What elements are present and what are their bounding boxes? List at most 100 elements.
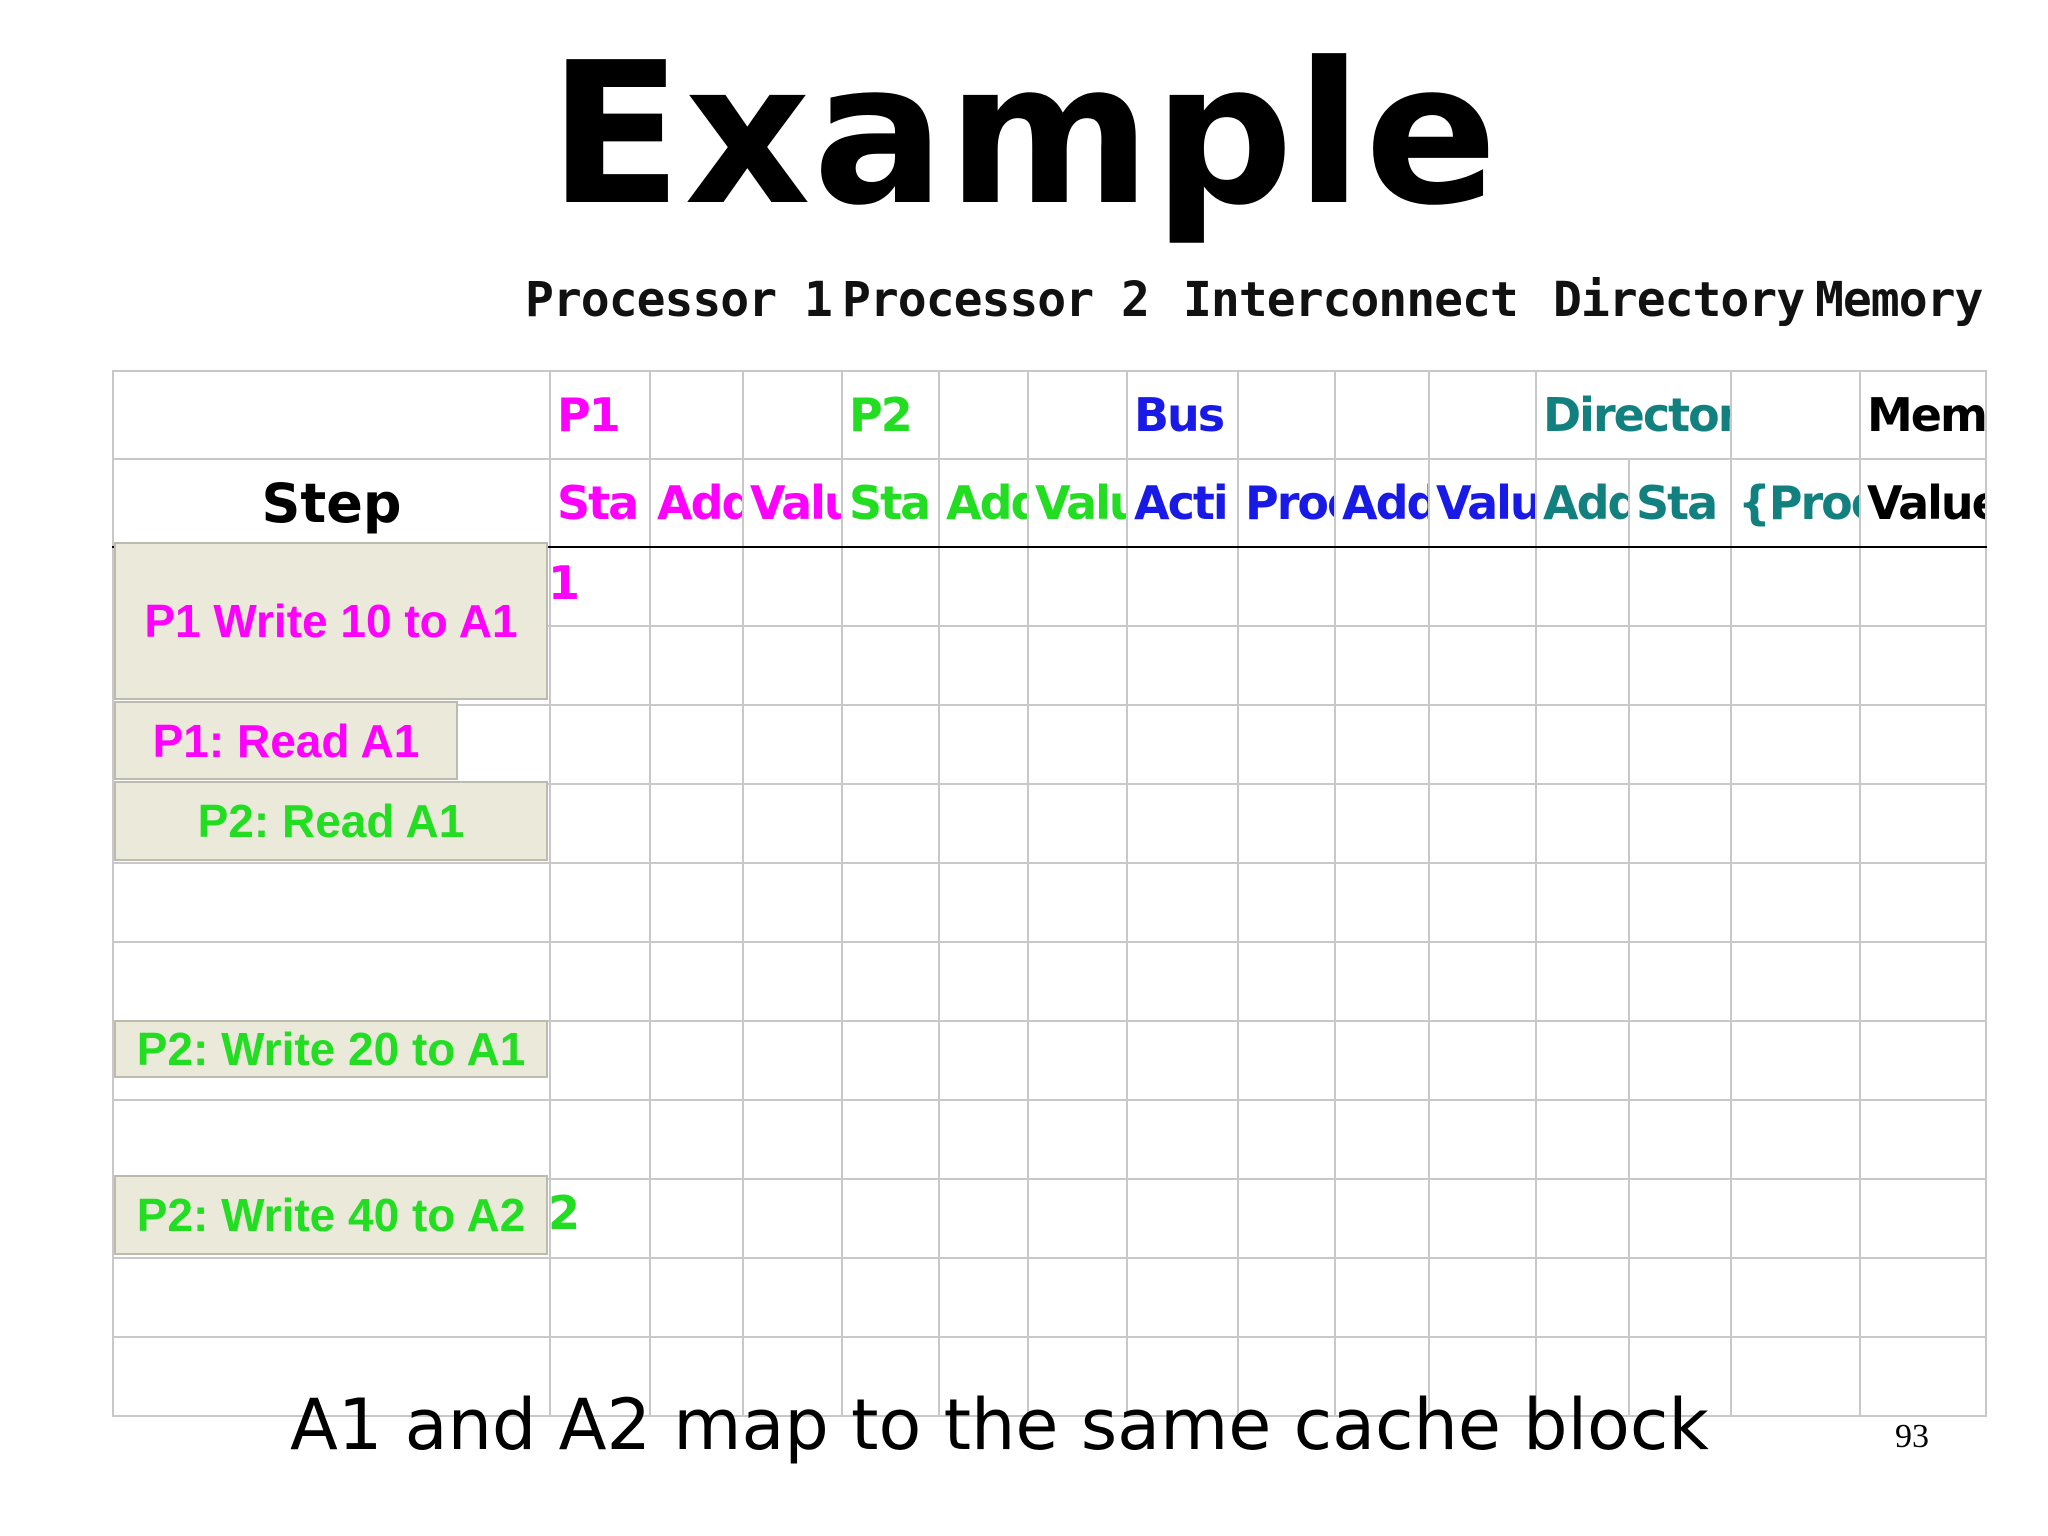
table-cell xyxy=(1334,625,1430,706)
table-cell xyxy=(1535,862,1630,943)
table-cell xyxy=(1126,1178,1239,1259)
table-cell xyxy=(1027,783,1128,864)
p1-state-header: Sta xyxy=(549,458,651,548)
table-cell xyxy=(938,783,1029,864)
table-cell xyxy=(1237,1336,1336,1417)
table-cell xyxy=(1859,783,1987,864)
table-cell xyxy=(742,1020,843,1101)
table-cell xyxy=(938,1336,1029,1417)
table-cell xyxy=(1628,704,1732,785)
table-cell xyxy=(1428,1178,1537,1259)
table-cell xyxy=(1535,941,1630,1022)
table-cell xyxy=(841,625,940,706)
table-cell xyxy=(649,704,744,785)
step-p2-write-40-a2[interactable]: P2: Write 40 to A2 xyxy=(114,1175,548,1255)
page-number: 93 xyxy=(1895,1418,1929,1455)
table-cell xyxy=(742,625,843,706)
table-cell xyxy=(1730,1336,1861,1417)
table-cell xyxy=(649,1336,744,1417)
table-cell xyxy=(938,941,1029,1022)
p2-addr-header: Add xyxy=(938,458,1029,548)
p2-state-header: Sta xyxy=(841,458,940,548)
stray-mark-2: 2 xyxy=(548,1186,581,1240)
table-cell xyxy=(1126,1336,1239,1417)
table-cell xyxy=(938,1178,1029,1259)
table-cell xyxy=(1428,1099,1537,1180)
dir-procs-header: {Proc xyxy=(1730,458,1861,548)
table-cell xyxy=(112,941,551,1022)
p2-value-header: Valu xyxy=(1027,458,1128,548)
table-cell xyxy=(1628,1257,1732,1338)
table-cell xyxy=(549,625,651,706)
table-cell xyxy=(1859,625,1987,706)
table-cell xyxy=(649,862,744,943)
table-cell xyxy=(1334,546,1430,627)
table-cell xyxy=(1237,1257,1336,1338)
table-cell xyxy=(112,1257,551,1338)
bus-group-header: Bus xyxy=(1126,370,1239,460)
table-cell xyxy=(742,941,843,1022)
column-group-directory: Directory xyxy=(1553,272,1805,328)
table-cell xyxy=(1027,1336,1128,1417)
step-p1-write-10-a1[interactable]: P1 Write 10 to A1 xyxy=(114,542,548,700)
bus-value-header: Valu xyxy=(1428,458,1537,548)
table-cell xyxy=(1027,625,1128,706)
table-cell xyxy=(649,1257,744,1338)
step-p2-read-a1[interactable]: P2: Read A1 xyxy=(114,781,548,861)
table-cell xyxy=(1334,1099,1430,1180)
table-cell xyxy=(1126,783,1239,864)
table-cell xyxy=(1859,1178,1987,1259)
table-cell xyxy=(1334,1020,1430,1101)
table-cell xyxy=(1535,704,1630,785)
table-row xyxy=(112,1336,1987,1417)
slide-title: Example xyxy=(548,21,1500,249)
table-cell xyxy=(742,1178,843,1259)
table-cell xyxy=(841,783,940,864)
table-cell xyxy=(1535,1178,1630,1259)
table-cell xyxy=(841,1020,940,1101)
table-cell xyxy=(1027,704,1128,785)
table-cell xyxy=(549,546,651,627)
table-row xyxy=(112,862,1987,943)
table-cell xyxy=(549,1257,651,1338)
p2-group-header: P2 xyxy=(841,370,940,460)
table-cell xyxy=(1628,1099,1732,1180)
table-cell xyxy=(1334,1257,1430,1338)
table-cell xyxy=(742,783,843,864)
table-cell xyxy=(1730,783,1861,864)
table-cell xyxy=(938,1257,1029,1338)
table-cell xyxy=(112,1336,551,1417)
table-cell xyxy=(1334,941,1430,1022)
table-cell xyxy=(649,546,744,627)
table-cell xyxy=(1730,625,1861,706)
table-cell xyxy=(1535,625,1630,706)
table-row xyxy=(112,1099,1987,1180)
table-cell xyxy=(1628,625,1732,706)
table-cell xyxy=(549,783,651,864)
table-cell xyxy=(1428,546,1537,627)
footer-note: A1 and A2 map to the same cache block xyxy=(290,1384,1709,1466)
coherence-table: P1 P2 Bus Directory Memo Step Sta Add Va… xyxy=(112,370,1987,1417)
table-cell xyxy=(1730,1099,1861,1180)
table-cell xyxy=(1027,546,1128,627)
table-cell xyxy=(1628,941,1732,1022)
table-cell xyxy=(1334,783,1430,864)
table-cell xyxy=(938,546,1029,627)
step-p1-read-a1[interactable]: P1: Read A1 xyxy=(114,701,458,780)
table-cell xyxy=(1730,1178,1861,1259)
table-cell xyxy=(1428,625,1537,706)
table-cell xyxy=(1027,1178,1128,1259)
column-group-processor-1: Processor 1 xyxy=(525,272,833,328)
table-cell xyxy=(1628,862,1732,943)
table-cell xyxy=(1237,1020,1336,1101)
table-cell xyxy=(549,1020,651,1101)
table-cell xyxy=(1628,546,1732,627)
memory-group-header: Memo xyxy=(1859,370,1987,460)
table-cell xyxy=(1730,1020,1861,1101)
table-cell xyxy=(1126,1020,1239,1101)
step-p2-write-20-a1[interactable]: P2: Write 20 to A1 xyxy=(114,1020,548,1078)
table-cell xyxy=(1126,941,1239,1022)
table-cell xyxy=(1428,862,1537,943)
table-cell xyxy=(1628,1178,1732,1259)
memory-value-header: Value xyxy=(1859,458,1987,548)
